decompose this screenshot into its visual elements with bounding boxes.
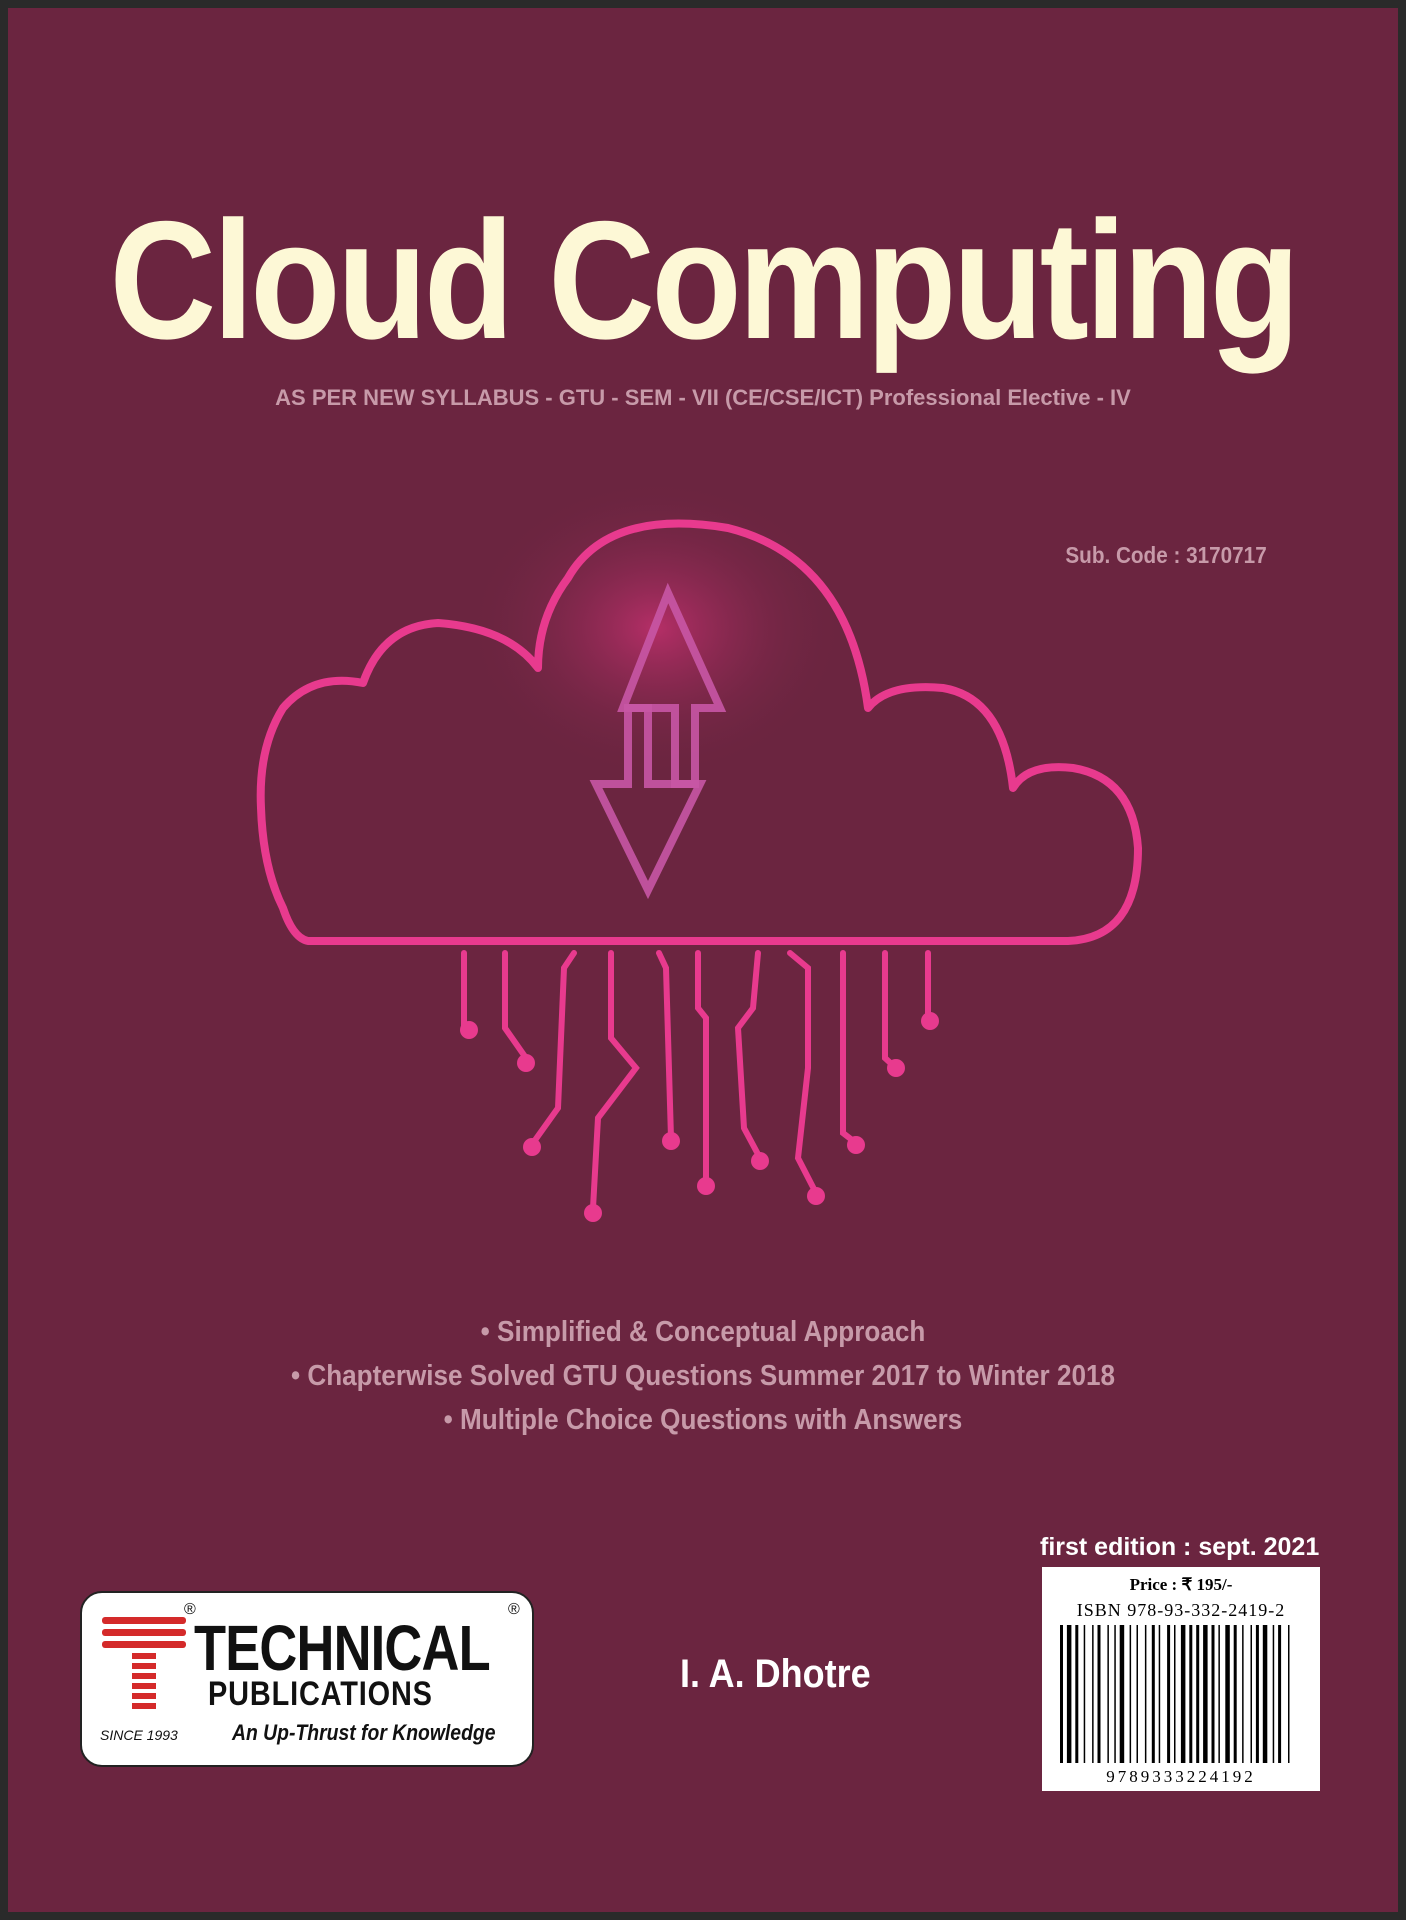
publisher-subname: PUBLICATIONS xyxy=(208,1675,433,1713)
cloud-illustration xyxy=(256,478,1142,1222)
barcode-bar xyxy=(1174,1625,1176,1763)
barcode-bar xyxy=(1083,1625,1086,1763)
publisher-logo-box: TECHNICAL ® ® PUBLICATIONS SINCE 1993 An… xyxy=(80,1591,534,1767)
isbn-label: ISBN 978-93-332-2419-2 xyxy=(1076,1600,1286,1620)
book-title: Cloud Computing xyxy=(109,186,1300,374)
barcode-icon xyxy=(1060,1625,1290,1763)
feature-item: • Simplified & Conceptual Approach xyxy=(480,1316,926,1348)
barcode-bar xyxy=(1250,1625,1252,1763)
barcode-box: Price : ₹ 195/- ISBN 978-93-332-2419-2 9… xyxy=(1042,1567,1320,1791)
circuit-lines-icon xyxy=(461,950,931,1211)
publisher-name: TECHNICAL xyxy=(194,1612,491,1684)
barcode-bar xyxy=(1288,1625,1290,1763)
barcode-bar xyxy=(1203,1625,1208,1763)
registered-mark: ® xyxy=(508,1601,520,1618)
barcode-bar xyxy=(1136,1625,1138,1763)
edition-label: first edition : sept. 2021 xyxy=(1040,1533,1320,1561)
barcode-bar xyxy=(1119,1625,1125,1763)
feature-list: • Simplified & Conceptual Approach • Cha… xyxy=(8,1310,1398,1442)
cloud-icon xyxy=(256,519,1142,945)
barcode-bar xyxy=(1211,1625,1215,1763)
barcode-bar xyxy=(1167,1625,1171,1763)
barcode-bar xyxy=(1262,1625,1268,1763)
registered-mark: ® xyxy=(184,1601,196,1618)
barcode-bar xyxy=(1218,1625,1220,1763)
book-cover: Cloud Computing AS PER NEW SYLLABUS - GT… xyxy=(8,8,1398,1912)
barcode-bar xyxy=(1066,1625,1072,1763)
barcode-bar xyxy=(1151,1625,1155,1763)
barcode-number: 9789333224192 xyxy=(1042,1767,1320,1787)
barcode-bar xyxy=(1144,1625,1147,1763)
barcode-bar xyxy=(1129,1625,1132,1763)
barcode-bar xyxy=(1097,1625,1101,1763)
syllabus-line: AS PER NEW SYLLABUS - GTU - SEM - VII (C… xyxy=(275,385,1131,410)
barcode-bar xyxy=(1060,1625,1063,1763)
barcode-bar xyxy=(1196,1625,1200,1763)
barcode-bar xyxy=(1092,1625,1094,1763)
barcode-bar xyxy=(1189,1625,1193,1763)
barcode-bar xyxy=(1272,1625,1275,1763)
price-label: Price : ₹ 195/- xyxy=(1129,1575,1233,1594)
feature-item: • Multiple Choice Questions with Answers xyxy=(443,1404,963,1436)
publisher-tagline: An Up-Thrust for Knowledge xyxy=(232,1720,496,1745)
circuit-nodes xyxy=(460,1012,939,1222)
barcode-bar xyxy=(1225,1625,1230,1763)
barcode-bar xyxy=(1075,1625,1079,1763)
barcode-bar xyxy=(1180,1625,1186,1763)
barcode-bar xyxy=(1158,1625,1161,1763)
author-name: I. A. Dhotre xyxy=(680,1652,871,1696)
feature-item: • Chapterwise Solved GTU Questions Summe… xyxy=(290,1360,1116,1392)
publisher-logo-icon xyxy=(102,1617,186,1709)
barcode-bar xyxy=(1255,1625,1259,1763)
barcode-bar xyxy=(1233,1625,1237,1763)
barcode-bar xyxy=(1278,1625,1282,1763)
up-down-arrows-icon xyxy=(589,582,727,900)
barcode-bar xyxy=(1107,1625,1109,1763)
publisher-since: SINCE 1993 xyxy=(100,1727,178,1743)
barcode-bar xyxy=(1114,1625,1116,1763)
barcode-bar xyxy=(1242,1625,1244,1763)
subject-code: Sub. Code : 3170717 xyxy=(1065,542,1267,568)
